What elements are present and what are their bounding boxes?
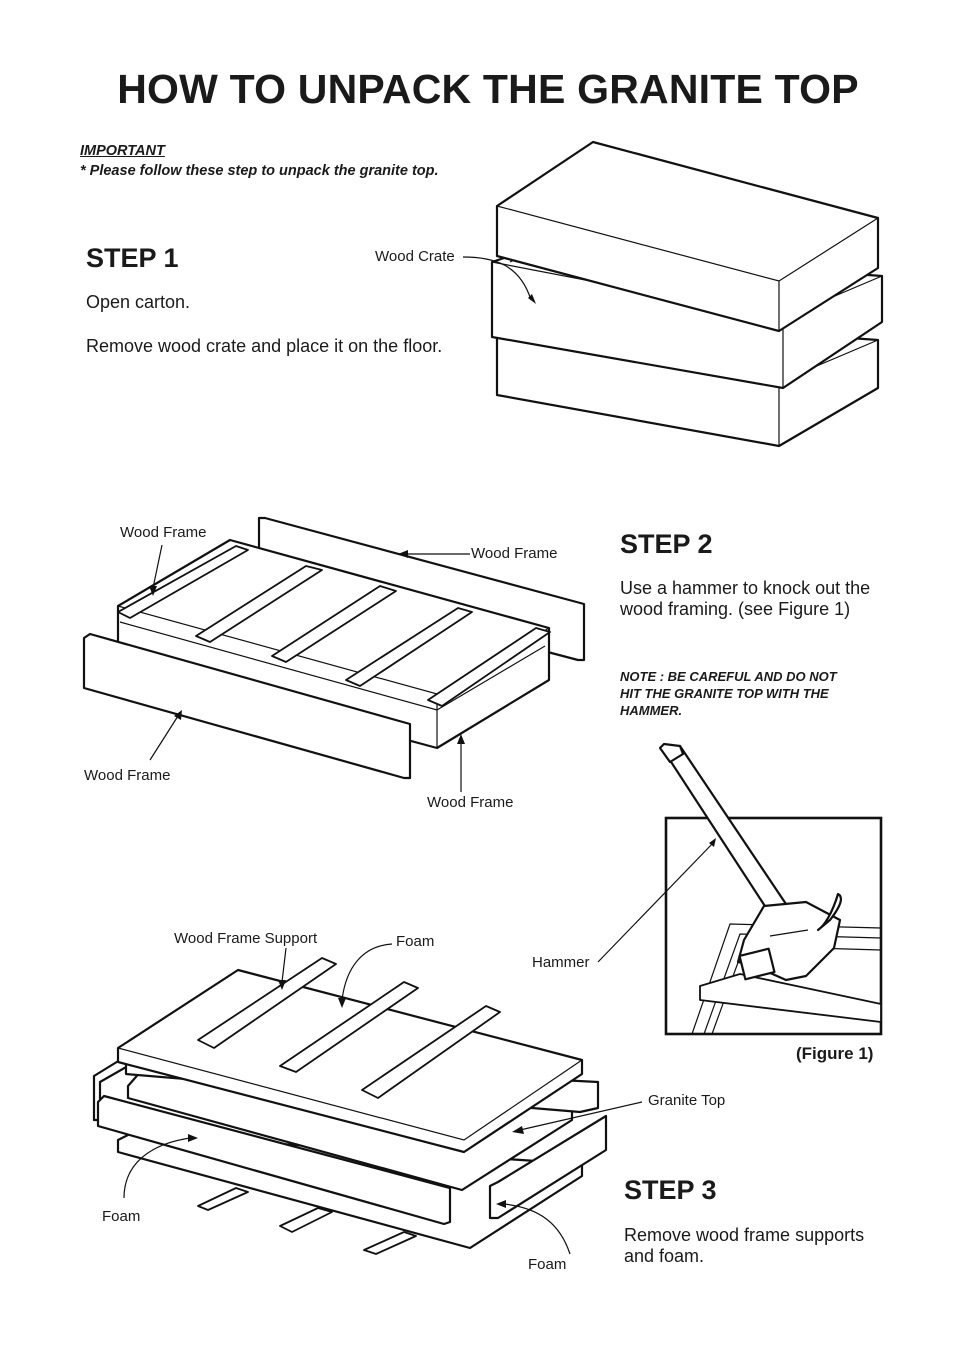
callout-wood-frame-right-top: Wood Frame [471,545,558,562]
callout-foam-bottom: Foam [528,1256,567,1273]
step2-note-line1: NOTE : BE CAREFUL AND DO NOT [620,669,837,684]
step3-line1: Remove wood frame supports [624,1225,865,1245]
callout-wood-frame-support: Wood Frame Support [174,930,318,947]
page-title: HOW TO UNPACK THE GRANITE TOP [117,66,859,112]
step1-line2: Remove wood crate and place it on the fl… [86,336,443,356]
step3-heading: STEP 3 [624,1175,717,1205]
step1-carton-illustration [462,140,884,448]
step2-crate-illustration [82,516,586,792]
step2-heading: STEP 2 [620,529,713,559]
important-note: * Please follow these step to unpack the… [80,163,439,179]
figure1-hammer-illustration [597,742,883,1036]
callout-wood-crate: Wood Crate [375,248,455,265]
step2-line1: Use a hammer to knock out the [620,578,871,598]
step2-note-line2: HIT THE GRANITE TOP WITH THE [620,686,829,701]
step2-note-line3: HAMMER. [620,703,683,718]
step3-line2: and foam. [624,1246,705,1266]
step3-exploded-illustration [92,943,643,1255]
callout-foam-left: Foam [102,1208,141,1225]
callout-hammer: Hammer [532,954,590,971]
step2-line2: wood framing. (see Figure 1) [620,599,851,619]
callout-foam-top: Foam [396,933,435,950]
step1-line1: Open carton. [86,292,191,312]
callout-wood-frame-left-bottom: Wood Frame [84,767,171,784]
callout-granite-top: Granite Top [648,1092,726,1109]
callout-wood-frame-left-top: Wood Frame [120,524,207,541]
callout-wood-frame-right-bottom: Wood Frame [427,794,514,811]
figure1-caption: (Figure 1) [796,1044,874,1063]
important-label: IMPORTANT [80,143,165,159]
step1-heading: STEP 1 [86,243,179,273]
